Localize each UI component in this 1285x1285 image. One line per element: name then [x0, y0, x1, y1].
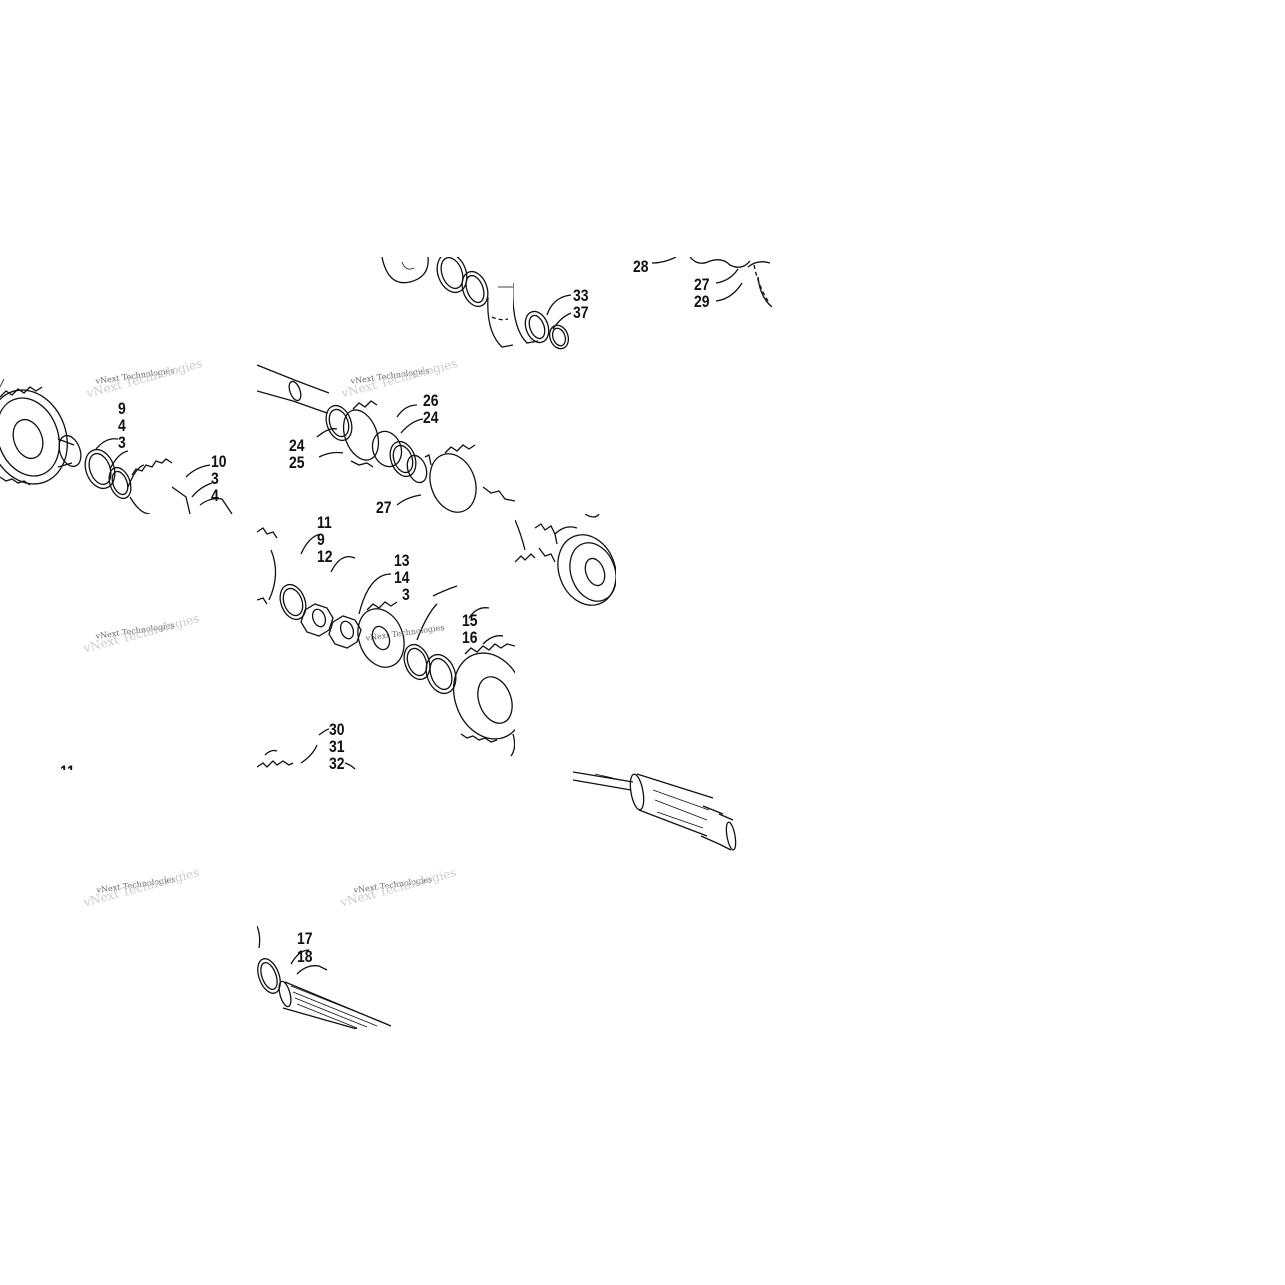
part-label: 3 [118, 433, 126, 452]
part-label: 9 [317, 530, 325, 549]
part-label: 4 [211, 486, 219, 505]
gear-cluster-art [257, 527, 515, 757]
part-label: 32 [329, 754, 345, 770]
bearing-art [515, 514, 616, 606]
tile-mid-4: vNext Technologies vNext Technologies [257, 770, 514, 926]
tile-top-mid [380, 257, 513, 350]
part-label: 27 [694, 275, 710, 294]
part-label-partial: 11 [60, 763, 75, 770]
part-label: 3 [402, 585, 410, 604]
tile-left-4: vNext Technologies vNext Technologies [0, 770, 257, 1026]
part-label: 11 [317, 514, 332, 532]
part-label: 28 [633, 257, 649, 276]
part-label: 17 [297, 929, 313, 948]
part-label: 14 [394, 568, 410, 587]
tile-mid-5: 17 18 [257, 926, 397, 1029]
gear-fragment-art [651, 257, 772, 308]
ring-parts-art [381, 257, 513, 348]
part-label: 30 [329, 720, 345, 739]
part-label: 18 [297, 947, 313, 966]
part-label: 15 [462, 611, 478, 630]
part-label: 12 [317, 547, 333, 566]
tile-mid-3: 30 31 32 [257, 715, 357, 770]
part-label: 33 [573, 286, 589, 305]
part-label: 25 [289, 453, 305, 472]
gear-top-art [257, 728, 356, 770]
part-label: 27 [376, 498, 392, 514]
shaft-end-art [573, 771, 737, 851]
tile-top-right: 28 27 29 [630, 257, 772, 309]
gear-rings-art [0, 378, 233, 514]
spline-shaft-art [257, 926, 392, 1029]
part-label: 3 [211, 469, 219, 488]
tile-mid-1-right [515, 514, 616, 607]
tile-left-2: vNext Technologies vNext Technologies [0, 514, 257, 770]
tile-shaft-end [573, 770, 738, 856]
part-label: 24 [289, 436, 305, 455]
tile-mid-1: vNext Technologies vNext Technologies 26… [257, 357, 515, 514]
tile-left-1: vNext Technologies vNext Technologies 9 … [0, 357, 235, 514]
washer-art [513, 283, 572, 350]
shaft-assembly-art [257, 364, 515, 513]
part-label: 10 [211, 452, 227, 471]
part-label: 26 [423, 391, 439, 410]
part-label: 24 [423, 408, 439, 427]
part-label: 31 [329, 737, 345, 756]
part-label: 29 [694, 292, 710, 309]
part-label: 37 [573, 303, 589, 322]
tile-top-mid-b: 33 37 [513, 257, 593, 350]
part-label: 13 [394, 551, 410, 570]
part-label: 4 [118, 416, 126, 435]
part-label: 9 [118, 399, 126, 418]
part-label: 16 [462, 628, 478, 647]
